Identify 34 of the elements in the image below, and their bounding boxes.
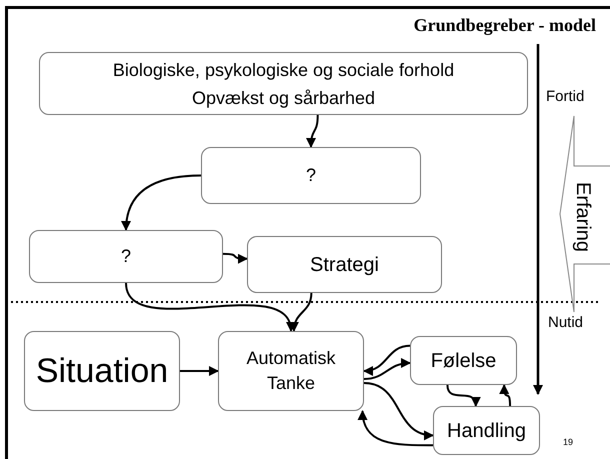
arrow: [363, 344, 410, 376]
arrow: [222, 252, 248, 264]
node-text: ?: [120, 245, 131, 268]
node-text: Følelse: [430, 348, 496, 374]
process-box: [433, 406, 540, 455]
arrow: [446, 384, 480, 407]
arrow: [180, 366, 219, 376]
process-box: [24, 331, 180, 411]
timeline-label: Nutid: [548, 313, 584, 333]
node-text: Opvækst og sårbarhed: [192, 86, 376, 110]
timeline-label: Fortid: [546, 87, 584, 107]
arrow: [290, 292, 312, 332]
bracket-label: Erfaring: [571, 182, 596, 252]
arrow: [364, 358, 411, 380]
node-text: Situation: [36, 350, 168, 392]
arrow: [125, 282, 294, 332]
node-text: ?: [306, 164, 316, 187]
process-box: [247, 236, 442, 293]
arrow: [499, 384, 512, 406]
arrow: [122, 174, 202, 231]
process-box: [39, 52, 528, 115]
arrow: [306, 114, 319, 148]
process-box: [201, 147, 421, 204]
node-text: Strategi: [310, 252, 379, 278]
arrow: [364, 382, 434, 440]
node-text: Biologiske, psykologiske og sociale forhold: [112, 58, 454, 82]
process-box: [29, 230, 223, 283]
node-text: Handling: [447, 418, 526, 444]
process-box: [410, 336, 517, 385]
arrow: [358, 410, 433, 446]
slide-title: Grundbegreber - model: [414, 14, 596, 37]
node-text: Automatisk Tanke: [245, 347, 337, 395]
page-number: 19: [563, 436, 574, 449]
process-box: [218, 331, 364, 411]
